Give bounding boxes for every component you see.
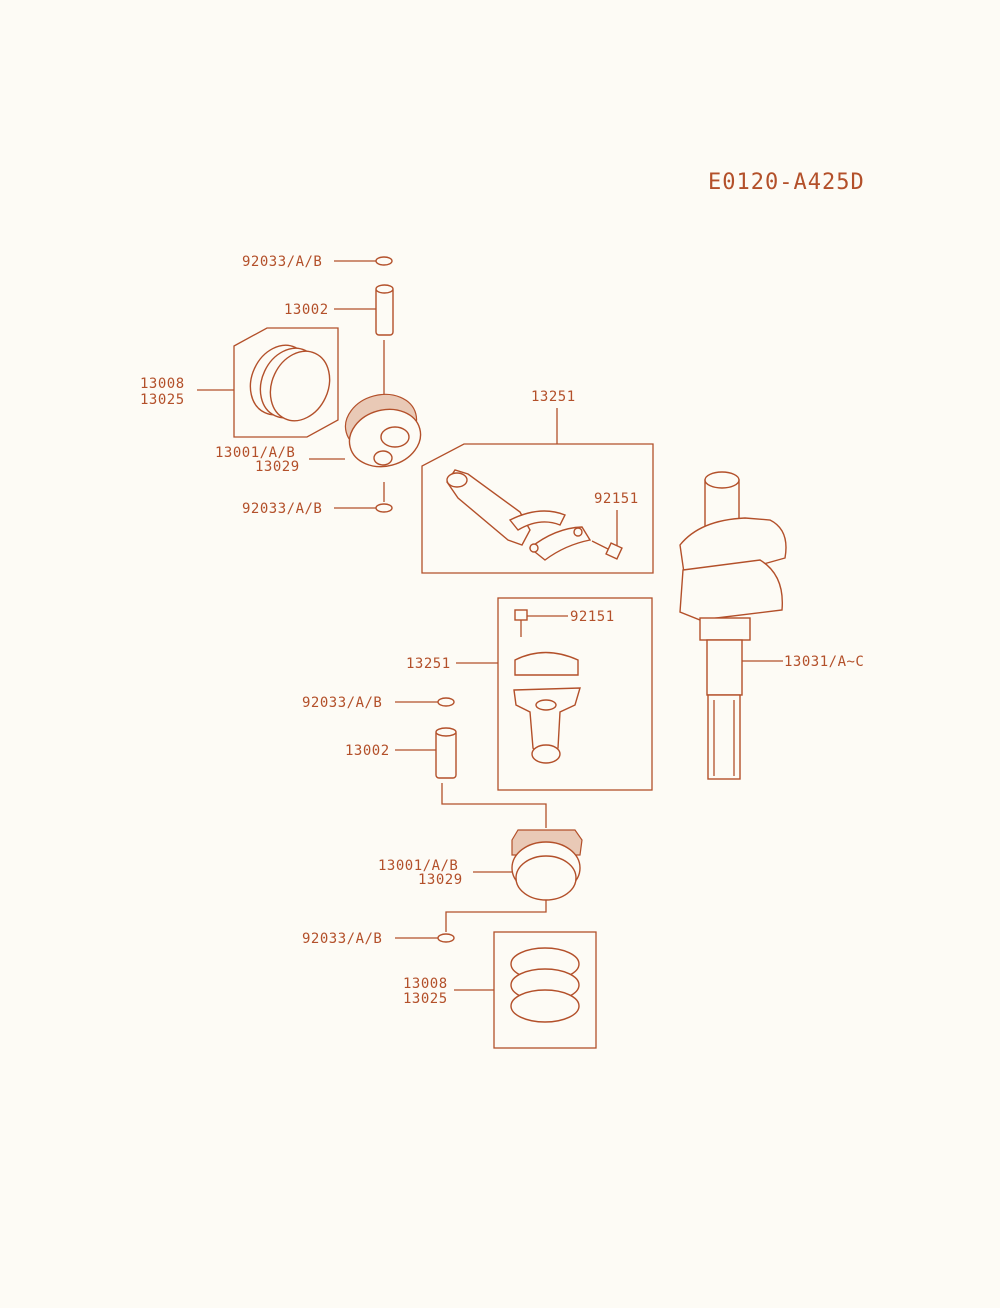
callout-rod-bolt-top: 92151 xyxy=(594,491,639,507)
callout-rod-assy-mid: 13251 xyxy=(406,656,451,672)
piston-rings-top[interactable] xyxy=(239,336,340,431)
piston-rings-bottom[interactable] xyxy=(510,947,580,1023)
callout-bot-piston-a: 13001/A/B xyxy=(378,858,458,874)
callout-rod-assy-top: 13251 xyxy=(531,389,576,405)
callout-mid-pin: 13002 xyxy=(345,743,390,759)
callout-rod-bolt-mid: 92151 xyxy=(570,609,615,625)
piston-pin-clip-bottom[interactable] xyxy=(437,933,455,943)
connecting-rod-top[interactable] xyxy=(446,469,592,561)
rod-box-mid xyxy=(497,597,653,791)
callout-top-rings-a: 13008 xyxy=(140,376,185,392)
callout-top-piston-b: 13029 xyxy=(255,459,300,475)
callout-bot-rings-a: 13008 xyxy=(403,976,448,992)
crankshaft[interactable] xyxy=(679,471,787,780)
callout-top-piston-a: 13001/A/B xyxy=(215,445,295,461)
leader-line xyxy=(441,783,547,828)
callout-bot-piston-b: 13029 xyxy=(418,872,463,888)
callout-crankshaft: 13031/A~C xyxy=(784,654,864,670)
callout-bot-rings-b: 13025 xyxy=(403,991,448,1007)
callout-bot-clip: 92033/A/B xyxy=(302,931,382,947)
connecting-rod-mid[interactable] xyxy=(513,651,581,764)
leader-line xyxy=(445,900,547,932)
rings-box-top xyxy=(233,327,339,438)
diagram-code: E0120-A425D xyxy=(708,170,865,195)
callout-mid-clip: 92033/A/B xyxy=(302,695,382,711)
piston-pin-clip-mid[interactable] xyxy=(437,697,455,707)
rod-bolt-top[interactable] xyxy=(591,540,623,560)
piston-pin-clip-lower[interactable] xyxy=(375,503,393,513)
callout-top-rings-b: 13025 xyxy=(140,392,185,408)
callout-top-pin: 13002 xyxy=(284,302,329,318)
rod-box-top xyxy=(421,443,654,574)
callout-top-clip-lower: 92033/A/B xyxy=(242,501,322,517)
piston-bottom[interactable] xyxy=(511,829,583,901)
callout-top-clip-upper: 92033/A/B xyxy=(242,254,322,270)
piston-top[interactable] xyxy=(339,387,427,475)
rod-bolt-mid[interactable] xyxy=(514,609,528,637)
piston-pin-top[interactable] xyxy=(375,284,394,336)
piston-pin-mid[interactable] xyxy=(435,727,457,779)
piston-pin-clip-upper[interactable] xyxy=(375,256,393,266)
